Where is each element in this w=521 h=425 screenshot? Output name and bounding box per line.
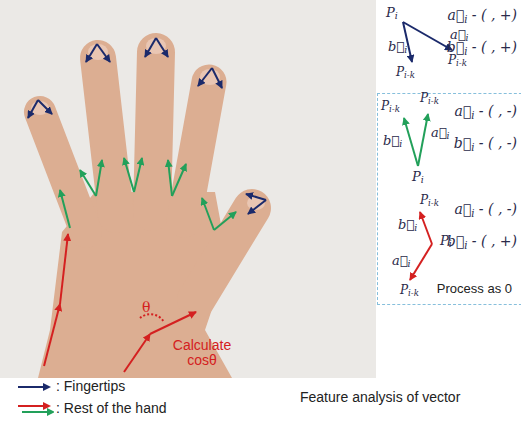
point-label: Pi-k bbox=[420, 194, 439, 207]
vector-label: b⃗i bbox=[388, 40, 407, 54]
legend-text: : Rest of the hand bbox=[56, 401, 167, 416]
fingertip-vectors bbox=[28, 38, 266, 214]
legend-text: : Fingertips bbox=[56, 379, 125, 394]
point-label: Pi-k bbox=[400, 284, 419, 297]
point-label: Pi-k bbox=[396, 66, 415, 79]
dashed-region: Process as 0 bbox=[377, 93, 521, 305]
sign-rule: a⃗i - ( , +) bbox=[447, 8, 517, 23]
point-label: Pi-k bbox=[420, 92, 439, 105]
legend-item: : Rest of the hand bbox=[16, 400, 276, 418]
sign-rule: b⃗i - ( , +) bbox=[447, 234, 517, 249]
hand-vectors bbox=[60, 158, 236, 230]
legend-item: : Fingertips bbox=[16, 378, 276, 396]
vector-label: a⃗i bbox=[431, 126, 450, 140]
sign-rule: b⃗i - ( , +) bbox=[447, 40, 517, 55]
point-label: Pi-k bbox=[381, 100, 400, 113]
angle-label: θ bbox=[142, 300, 150, 315]
sign-rule: a⃗i - ( , -) bbox=[454, 202, 517, 217]
sign-rule: a⃗i - ( , -) bbox=[454, 104, 517, 119]
point-label: Pi bbox=[412, 170, 424, 184]
callout-text: Calculate cosθ bbox=[166, 338, 238, 369]
vector-sketches bbox=[403, 22, 452, 280]
sign-rule: b⃗i - ( , -) bbox=[454, 136, 517, 151]
photo-ground bbox=[0, 0, 376, 378]
vector-label: b⃗i bbox=[383, 134, 402, 148]
region-note: Process as 0 bbox=[437, 282, 512, 296]
vector-label: a⃗i bbox=[392, 254, 411, 268]
point-label: Pi bbox=[386, 6, 398, 20]
legend-arrow bbox=[16, 400, 54, 418]
vector-label: b⃗i bbox=[398, 218, 417, 232]
caption: Feature analysis of vector bbox=[300, 390, 460, 405]
hand-drawing bbox=[31, 38, 265, 378]
legend-arrow bbox=[16, 378, 54, 396]
